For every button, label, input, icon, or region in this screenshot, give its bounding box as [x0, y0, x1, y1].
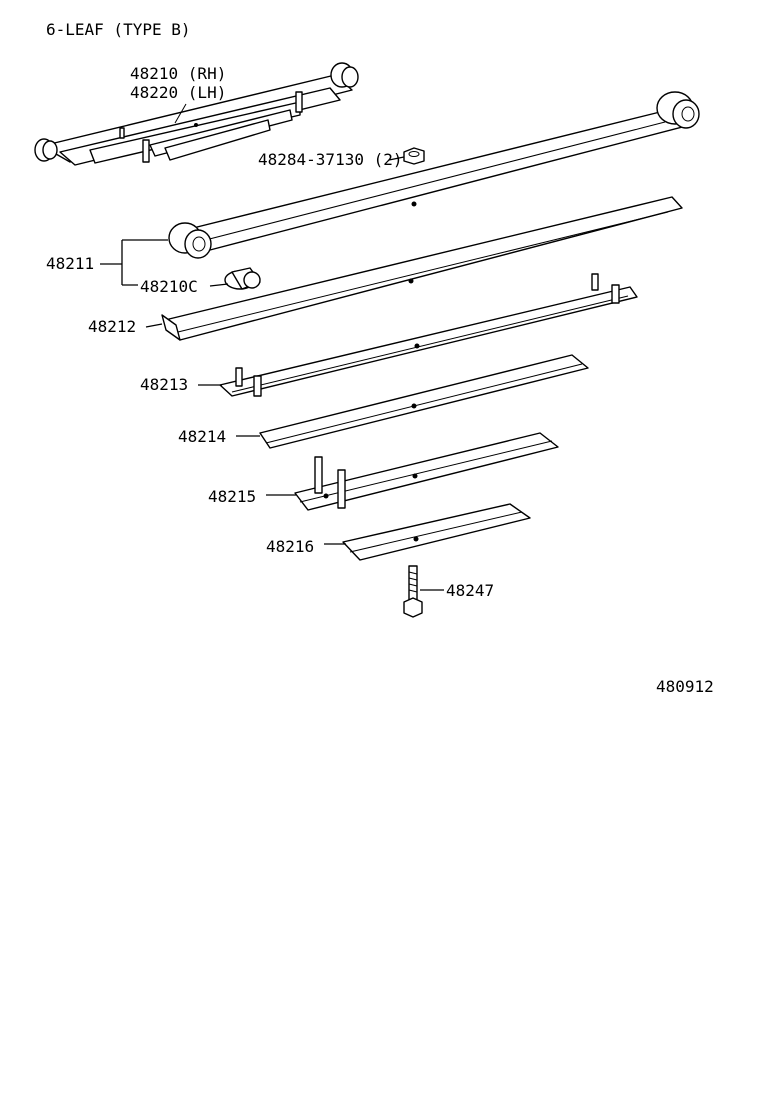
diagram-title: 6-LEAF (TYPE B) [46, 20, 191, 39]
leaf-48211 [168, 91, 700, 259]
center-bolt-icon [403, 565, 423, 618]
leaf-48213-label: 48213 [140, 375, 188, 394]
bushing-48210c [224, 267, 261, 290]
nut-icon [403, 147, 425, 165]
figure-number: 480912 [656, 677, 714, 696]
assy-lh-label: 48220 (LH) [130, 83, 226, 102]
leaf-48213 [219, 273, 638, 397]
leaf-48215 [294, 432, 559, 511]
leaf-48214-label: 48214 [178, 427, 226, 446]
spring-assembly-thumbnail [34, 62, 359, 166]
leaf-48216 [342, 503, 531, 561]
leaf-48214 [259, 354, 589, 449]
leaf-48211-label: 48211 [46, 254, 94, 273]
leaf-48212 [161, 196, 683, 341]
leaf-48216-label: 48216 [266, 537, 314, 556]
bushing-label: 48210C [140, 277, 198, 296]
leaf-48215-label: 48215 [208, 487, 256, 506]
leaf-48212-label: 48212 [88, 317, 136, 336]
assy-rh-label: 48210 (RH) [130, 64, 226, 83]
nut-label: 48284-37130 (2) [258, 150, 403, 169]
bolt-label: 48247 [446, 581, 494, 600]
